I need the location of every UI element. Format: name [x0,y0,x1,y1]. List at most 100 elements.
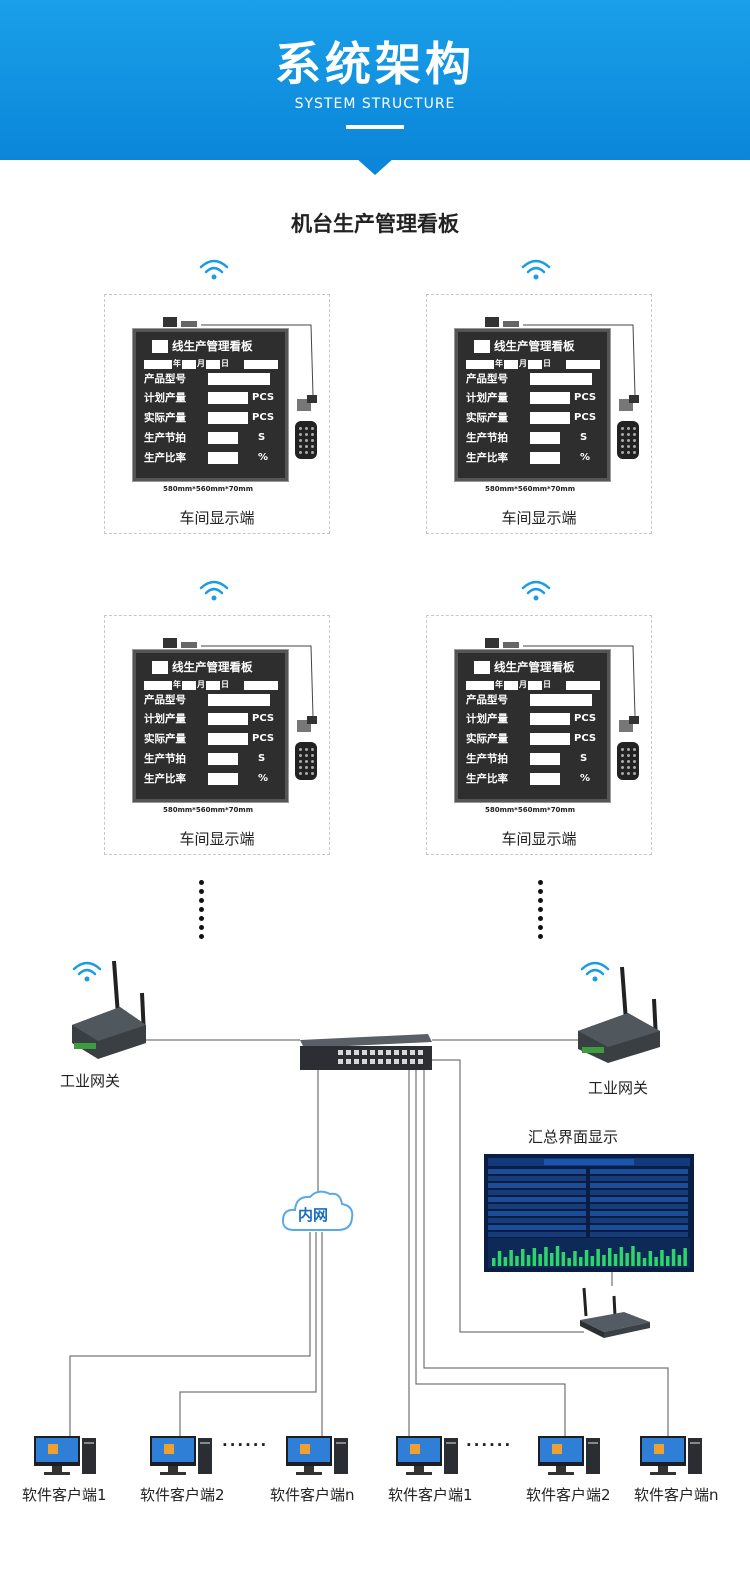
controller-box [163,638,177,648]
remote-control-icon [295,742,317,780]
summary-bar [538,1254,542,1266]
ellipsis-dots-left [199,880,205,943]
board-row-label: 实际产量 [466,733,508,745]
board-row-label: 产品型号 [144,373,186,385]
board-row-label: 产品型号 [144,694,186,706]
computer-icon [34,1436,98,1478]
board-row-unit: PCS [252,392,275,403]
board-row-label: 生产比率 [144,452,186,464]
board-row-label: 生产比率 [144,773,186,785]
summary-table-row [590,1225,688,1230]
wifi-icon [580,961,610,976]
gateway-right [578,961,660,1063]
clients-ellipsis-left: ······ [222,1436,269,1454]
summary-bar [613,1254,618,1266]
summary-bar [567,1258,571,1266]
cloud-icon [281,1190,354,1231]
card-caption: 车间显示端 [501,509,577,527]
summary-bar [637,1252,641,1266]
controller-box [485,638,499,648]
card-caption: 车间显示端 [179,830,255,848]
summary-bar [492,1258,496,1266]
remote-control-icon [617,742,639,780]
wifi-icon [520,577,552,601]
card-caption: 车间显示端 [179,509,255,527]
computer-icon [538,1436,602,1478]
board-row-label: 产品型号 [466,373,508,385]
board-dimensions: 580mm*560mm*70mm [484,806,576,814]
board-row-unit: PCS [574,392,597,403]
board-row-label: 生产节拍 [466,432,508,444]
client-label: 软件客户端n [634,1486,719,1504]
board-row-label: 实际产量 [466,412,508,424]
summary-bar [509,1250,513,1266]
board-row-unit: PCS [252,733,275,744]
gateway-label-right: 工业网关 [588,1079,649,1097]
summary-bar [544,1247,548,1266]
board-row-unit: S [580,432,588,443]
sensor-probe [619,395,639,411]
board-row-unit: PCS [574,733,597,744]
summary-bar [526,1255,531,1266]
cable [201,324,314,396]
section-title: 机台生产管理看板 [291,212,459,236]
board-row-label: 生产比率 [466,773,508,785]
summary-bar [625,1253,629,1266]
summary-table-row [488,1176,586,1181]
board-year: 年 [173,359,181,368]
board-row-unit: PCS [252,412,275,423]
summary-bar [515,1256,519,1266]
header-title: 系统架构 [275,37,475,91]
connector-box [503,642,519,648]
cable [201,645,314,717]
board-row-unit: PCS [574,412,597,423]
wifi-icon [198,256,230,280]
client-label: 软件客户端2 [140,1486,225,1504]
summary-table-row [590,1211,688,1216]
summary-bar [648,1251,653,1266]
computer-icon [640,1436,704,1478]
remote-control-icon [617,421,639,459]
wifi-icon [198,577,230,601]
board-month: 月 [519,359,527,368]
board-day: 日 [543,680,551,689]
summary-bar [497,1251,502,1266]
summary-bar [660,1250,664,1266]
summary-table-row [488,1211,586,1216]
board-dimensions: 580mm*560mm*70mm [162,485,254,493]
summary-bar [619,1247,624,1266]
board-row-unit: S [580,753,588,764]
summary-bar [590,1256,595,1266]
summary-bar [573,1251,577,1266]
summary-table-row [488,1183,586,1188]
header-notch [356,158,394,175]
summary-bar [584,1250,589,1266]
board-row-label: 生产节拍 [466,753,508,765]
board-row-label: 实际产量 [144,733,186,745]
ellipsis-dots-right [538,880,544,943]
summary-bar [642,1258,647,1266]
header-subtitle: SYSTEM STRUCTURE [294,96,456,112]
wifi-icon [520,256,552,280]
summary-bar [671,1249,676,1266]
summary-table-row [590,1204,688,1209]
summary-table-row [488,1169,586,1174]
board-day: 日 [221,359,229,368]
sensor-probe [297,716,317,732]
network-switch [300,1034,432,1070]
summary-table-row [590,1232,688,1237]
board-month: 月 [197,680,205,689]
summary-table-row [488,1204,586,1209]
summary-table-row [488,1197,586,1202]
board-row-label: 计划产量 [466,392,508,404]
client-label: 软件客户端2 [526,1486,611,1504]
header-underline [346,125,404,129]
cable [523,324,636,396]
sensor-probe [297,395,317,411]
board-row-unit: PCS [252,713,275,724]
summary-table-row [590,1169,688,1174]
